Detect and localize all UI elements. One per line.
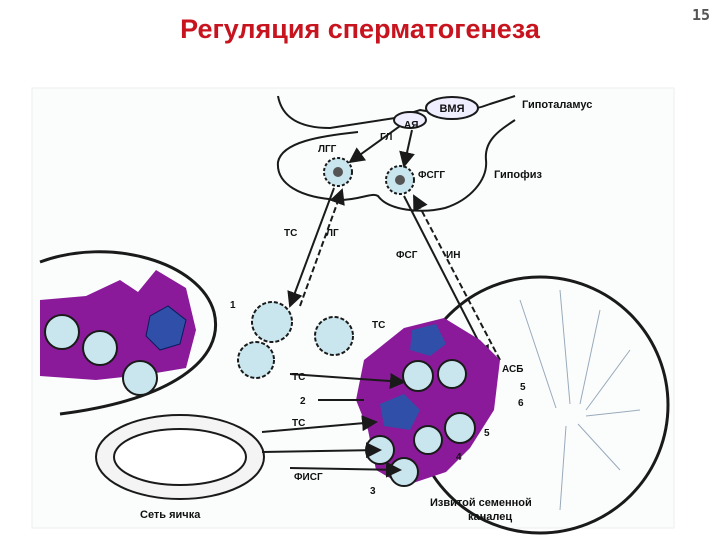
in-arrow-up bbox=[413, 194, 501, 361]
label-rete-testis: Сеть яичка bbox=[140, 509, 201, 521]
label-tubule-line1: Извитой семенной bbox=[430, 497, 532, 509]
label-aya: АЯ bbox=[404, 120, 418, 131]
right-sertoli-nucleus-bottom bbox=[380, 394, 420, 430]
leydig-cells bbox=[237, 301, 354, 379]
label-asb: АСБ bbox=[502, 364, 523, 375]
label-fsgg: ФСГГ bbox=[418, 170, 445, 181]
right-sertoli-nucleus-top bbox=[410, 324, 446, 356]
label-lgg: ЛГГ bbox=[318, 144, 337, 155]
label-ts-left: ТС bbox=[292, 372, 305, 383]
label-3: 3 bbox=[370, 486, 376, 497]
fsgg-cell bbox=[385, 165, 415, 195]
ts-lower-arrow bbox=[261, 415, 378, 433]
label-hypothalamus: Гипоталамус bbox=[522, 99, 592, 111]
label-ts-cells: ТС bbox=[372, 320, 385, 331]
slide-title: Регуляция сперматогенеза bbox=[180, 14, 540, 44]
lgg-cell bbox=[323, 157, 353, 187]
left-tubule-cytoplasm bbox=[40, 270, 196, 380]
left-spermatogonia bbox=[44, 314, 158, 396]
rete-testis-ring bbox=[95, 414, 265, 500]
label-lg: ЛГ bbox=[326, 228, 339, 239]
lg-arrow-down bbox=[287, 187, 335, 308]
ts-arrow-up bbox=[299, 188, 345, 307]
label-fisg: ФИСГ bbox=[294, 472, 323, 483]
vmya-nucleus bbox=[425, 96, 479, 120]
label-fsg: ФСГ bbox=[396, 250, 418, 261]
pituitary-outline bbox=[276, 119, 516, 212]
label-in: ИН bbox=[446, 250, 460, 261]
aya-arrow bbox=[399, 129, 415, 168]
gl-arrow bbox=[348, 125, 401, 164]
label-6: 6 bbox=[518, 398, 524, 409]
label-pituitary: Гипофиз bbox=[494, 169, 542, 181]
tubule-lumen-lines bbox=[519, 289, 641, 511]
ts-arrow-to-tubule bbox=[289, 373, 406, 390]
label-1: 1 bbox=[230, 300, 236, 311]
label-gl: ГЛ bbox=[380, 132, 392, 143]
label-vmya: ВМЯ bbox=[439, 103, 464, 115]
label-5a: 5 bbox=[520, 382, 526, 393]
page-number: 15 bbox=[691, 6, 710, 24]
left-sertoli-nucleus bbox=[145, 305, 187, 351]
label-2: 2 bbox=[300, 396, 306, 407]
label-ts-top: ТС bbox=[284, 228, 297, 239]
aya-nucleus bbox=[393, 111, 427, 129]
label-5b: 5 bbox=[484, 428, 490, 439]
fsg-arrow-down bbox=[403, 195, 489, 362]
label-4: 4 bbox=[456, 452, 462, 463]
fisg-arrow bbox=[289, 461, 402, 478]
label-tubule-line2: каналец bbox=[468, 511, 512, 523]
label-ts-lower: ТС bbox=[292, 418, 305, 429]
rete-arrow bbox=[261, 442, 382, 459]
